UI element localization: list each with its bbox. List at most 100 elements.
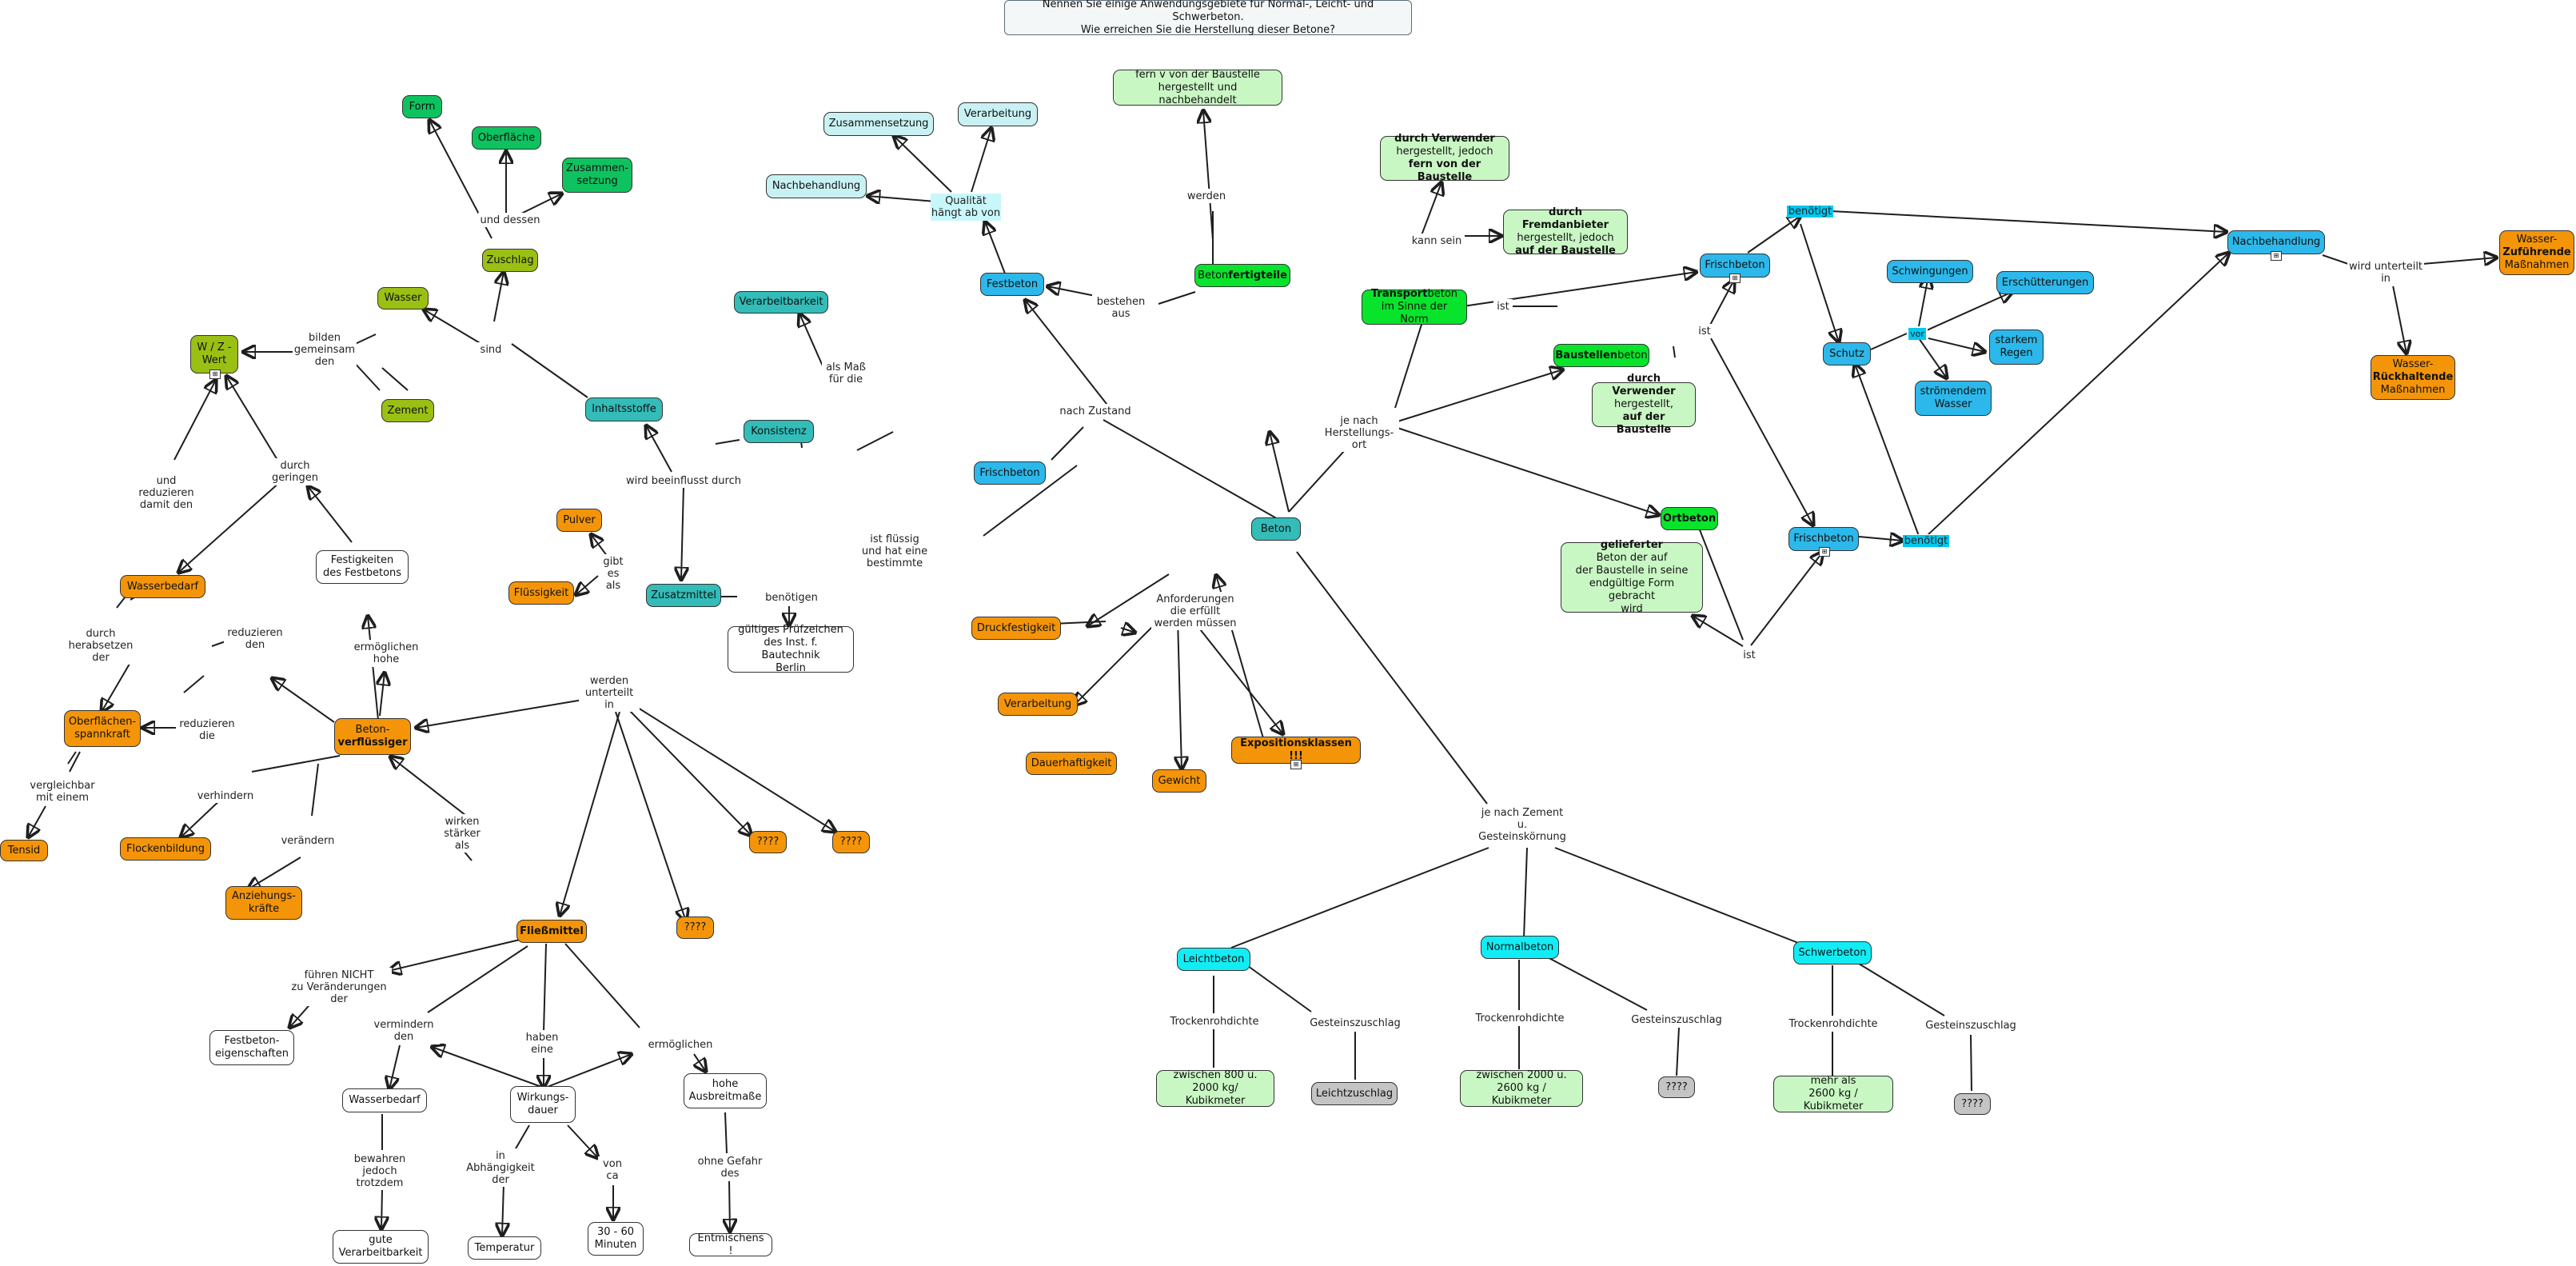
node-oberflaeche[interactable]: Oberfläche: [472, 126, 541, 150]
node-frischbeton-mid[interactable]: Frischbeton: [974, 461, 1046, 485]
node-wasserbedarf2[interactable]: Wasserbedarf: [342, 1088, 427, 1112]
edge-group-right: [1213, 210, 2497, 1092]
node-hohe-ausbreitmasse[interactable]: hohe Ausbreitmaße: [684, 1073, 767, 1108]
label-benoetigt-top: benötigt: [1786, 205, 1834, 218]
edge-group-fliessmittel: [289, 939, 730, 1236]
node-gute-verarbeitbarkeit[interactable]: gute Verarbeitbarkeit: [333, 1230, 429, 1264]
node-zusatzmittel[interactable]: Zusatzmittel: [646, 584, 721, 607]
submap-icon[interactable]: ⊞: [1290, 760, 1302, 769]
node-baustellenbeton[interactable]: Baustellenbeton: [1553, 344, 1649, 367]
node-minuten[interactable]: 30 - 60 Minuten: [588, 1222, 644, 1256]
node-normal-dichte[interactable]: zwischen 2000 u. 2600 kg / Kubikmeter: [1460, 1069, 1583, 1107]
node-druckfestigkeit[interactable]: Druckfestigkeit: [971, 617, 1061, 640]
node-festigkeiten[interactable]: Festigkeiten des Festbetons: [316, 550, 409, 584]
node-nachbehandlung-top[interactable]: Nachbehandlung: [766, 174, 867, 198]
node-zuschlag[interactable]: Zuschlag: [482, 249, 538, 272]
label-in-abhaengigkeit: in Abhängigkeit der: [462, 1148, 539, 1187]
node-betonfertigteile[interactable]: Betonfertigteile: [1194, 264, 1290, 287]
title-box: Nennen Sie einige Anwendungsgebiete für …: [1004, 0, 1412, 36]
node-starkem-regen[interactable]: starkem Regen: [1989, 329, 2044, 365]
label-als-mass: als Maß für die: [822, 360, 870, 387]
node-dauerhaftigkeit[interactable]: Dauerhaftigkeit: [1026, 752, 1117, 775]
node-expositionsklassen[interactable]: Expositionsklassen !!!: [1231, 737, 1361, 764]
node-leichtzuschlag[interactable]: Leichtzuschlag: [1311, 1082, 1398, 1105]
node-zusammensetzung[interactable]: Zusammensetzung: [823, 112, 934, 136]
node-q3[interactable]: ????: [676, 917, 714, 939]
node-schutz[interactable]: Schutz: [1823, 342, 1871, 365]
node-ortbeton[interactable]: Ortbeton: [1661, 507, 1718, 530]
node-fluessigkeit[interactable]: Flüssigkeit: [508, 581, 574, 605]
node-transportbeton-line3: im Sinne der Norm: [1381, 301, 1448, 325]
label-und-reduzieren: und reduzieren damit den: [134, 473, 198, 512]
node-beton[interactable]: Beton: [1251, 517, 1301, 541]
node-pulver[interactable]: Pulver: [556, 509, 602, 532]
node-festbeton[interactable]: Festbeton: [980, 273, 1044, 296]
node-schwerbeton[interactable]: Schwerbeton: [1793, 941, 1872, 964]
node-verwender1-line1: durch Verwender: [1394, 133, 1495, 145]
node-transportbeton-line2: beton: [1427, 288, 1458, 300]
node-q-normal[interactable]: ????: [1658, 1076, 1695, 1098]
node-wasserbedarf[interactable]: Wasserbedarf: [120, 575, 205, 598]
node-verarbeitung[interactable]: Verarbeitung: [998, 693, 1078, 716]
node-festbetoneigenschaften[interactable]: Festbeton- eigenschaften: [209, 1030, 294, 1065]
node-wasserzufuehrende-line1: Wasser-: [2516, 234, 2558, 246]
label-werden: werden: [1182, 189, 1231, 203]
node-transportbeton-line1: Transport: [1370, 288, 1428, 300]
node-entmischens[interactable]: Entmischens !: [689, 1232, 772, 1257]
node-anziehungskraefte[interactable]: Anziehungs- kräfte: [225, 886, 302, 920]
node-fliessmittel[interactable]: Fließmittel: [516, 920, 587, 943]
node-pruefzeichen[interactable]: gültiges Prüfzeichen des Inst. f. Bautec…: [728, 624, 854, 674]
node-wz-wert[interactable]: W / Z - Wert: [190, 335, 238, 373]
node-leicht-dichte[interactable]: zwischen 800 u. 2000 kg/ Kubikmeter: [1156, 1069, 1274, 1107]
label-werden-unterteilt: werden unterteilt in: [579, 673, 640, 712]
node-normalbeton[interactable]: Normalbeton: [1481, 936, 1559, 959]
node-leichtbeton[interactable]: Leichtbeton: [1177, 948, 1250, 971]
node-fremdanbieter-line3: auf der Baustelle: [1515, 245, 1616, 257]
node-betonverfluessiger[interactable]: Beton-verflüssiger: [334, 718, 411, 755]
submap-icon[interactable]: ⊞: [2271, 251, 2282, 261]
node-wasser[interactable]: Wasser: [377, 287, 429, 310]
node-verarbeitung-top[interactable]: Verarbeitung: [958, 102, 1038, 126]
node-erschuetterungen[interactable]: Erschütterungen: [1996, 271, 2094, 294]
node-schwingungen[interactable]: Schwingungen: [1887, 260, 1973, 283]
submap-icon[interactable]: ⊞: [1729, 274, 1741, 283]
node-wasserzufuehrende-line2: Zuführende: [2502, 246, 2571, 258]
node-fern[interactable]: fern v von der Baustelle hergestellt und…: [1113, 69, 1282, 106]
node-q1[interactable]: ????: [749, 831, 787, 853]
node-temperatur[interactable]: Temperatur: [468, 1236, 541, 1260]
label-bilden: bilden gemeinsam den: [293, 330, 357, 369]
node-nachbehandlung[interactable]: Nachbehandlung: [2227, 230, 2325, 254]
submap-icon[interactable]: ⊞: [1819, 547, 1830, 557]
node-zusammensetzung-agg[interactable]: Zusammen- setzung: [562, 158, 632, 193]
submap-icon[interactable]: ⊞: [209, 369, 221, 379]
node-form[interactable]: Form: [402, 95, 442, 118]
node-ortbeton-text: Ortbeton: [1662, 512, 1717, 525]
node-q2[interactable]: ????: [832, 831, 870, 853]
node-tensid[interactable]: Tensid: [0, 840, 48, 861]
node-flockenbildung[interactable]: Flockenbildung: [120, 837, 211, 861]
node-zement[interactable]: Zement: [381, 399, 434, 422]
node-konsistenz[interactable]: Konsistenz: [744, 420, 814, 443]
node-q-schwer[interactable]: ????: [1954, 1093, 1991, 1115]
label-wird-unterteilt: wird unterteilt in: [2347, 259, 2424, 286]
node-verarbeitbarkeit[interactable]: Verarbeitbarkeit: [734, 291, 828, 314]
node-baustellenbeton-line2: beton: [1617, 349, 1648, 361]
node-inhaltsstoffe[interactable]: Inhaltsstoffe: [585, 397, 663, 421]
node-oberflaechenspannkraft[interactable]: Oberflächen- spannkraft: [64, 710, 141, 747]
label-wirken-staerker: wirken stärker als: [432, 814, 492, 853]
node-wirkungsdauer[interactable]: Wirkungs- dauer: [510, 1086, 576, 1123]
node-verwender2-line1: durch Verwender: [1612, 373, 1676, 397]
node-schwer-dichte[interactable]: mehr als 2600 kg / Kubikmeter: [1773, 1075, 1893, 1112]
label-bestehen-aus: bestehen aus: [1092, 294, 1150, 321]
label-vermindern-den: vermindern den: [368, 1017, 440, 1044]
node-gewicht[interactable]: Gewicht: [1152, 769, 1206, 793]
node-stroemendem-wasser[interactable]: strömendem Wasser: [1915, 381, 1992, 416]
